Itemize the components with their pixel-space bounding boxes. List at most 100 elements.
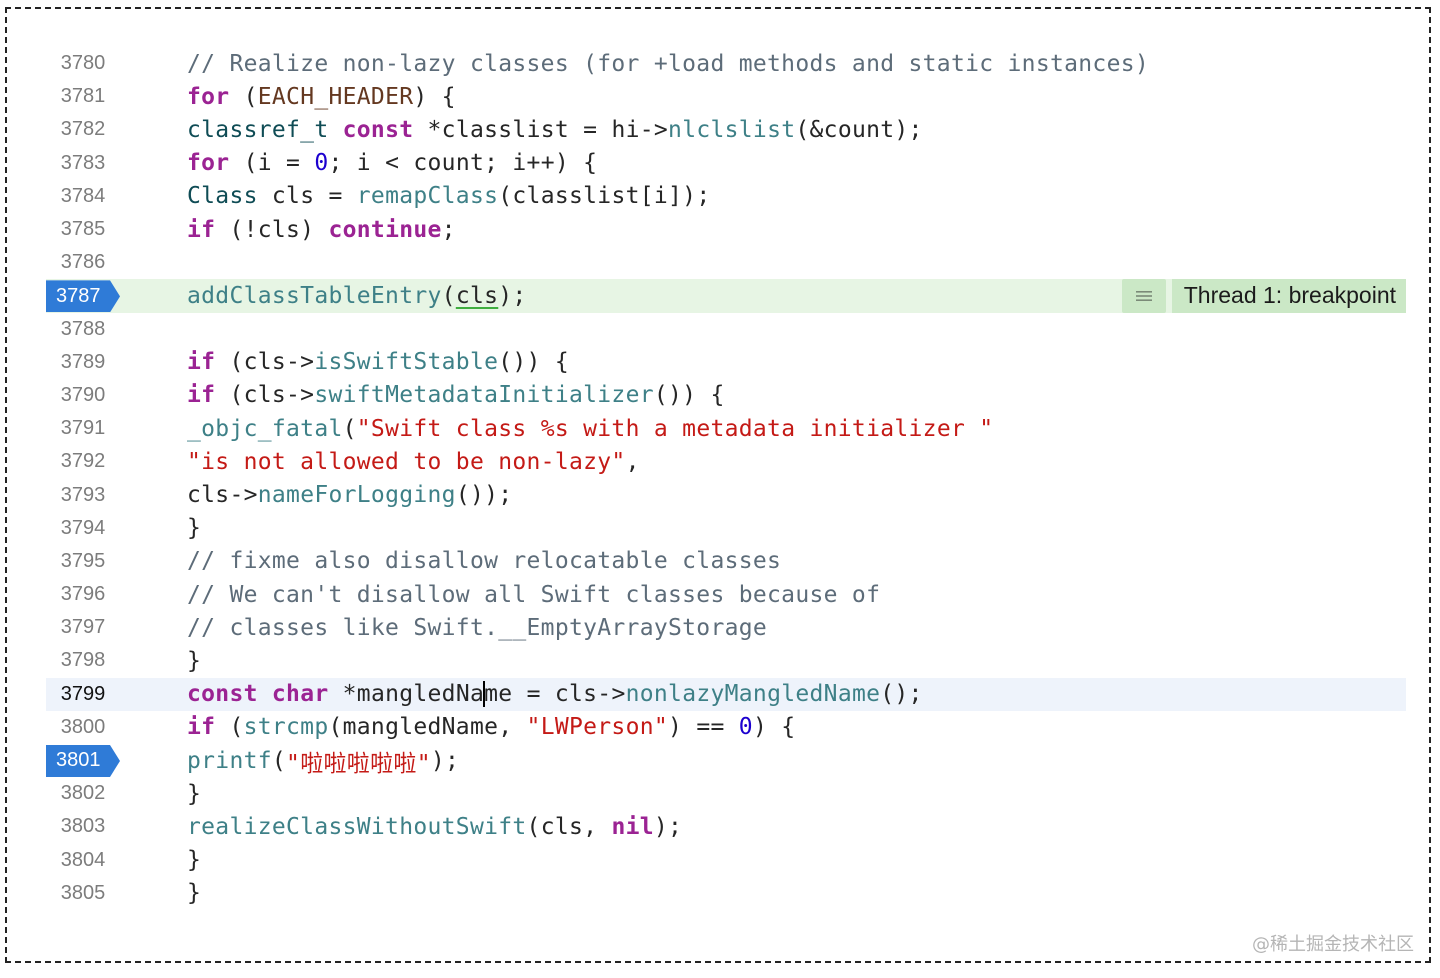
code-line[interactable]: 3785 if (!cls) continue; <box>46 213 1406 246</box>
line-number[interactable]: 3798 <box>60 649 106 672</box>
code-line[interactable]: 3795 // fixme also disallow relocatable … <box>46 545 1406 578</box>
line-number[interactable]: 3797 <box>60 616 106 639</box>
code-token: Class <box>187 183 258 210</box>
line-number[interactable]: 3788 <box>60 317 106 340</box>
line-number[interactable]: 3793 <box>60 483 106 506</box>
code-token: , <box>625 448 640 475</box>
line-number[interactable]: 3799 <box>60 682 106 705</box>
line-number[interactable]: 3782 <box>60 118 106 141</box>
code-line[interactable]: 3805} <box>46 877 1406 910</box>
line-number[interactable]: 3796 <box>60 583 106 606</box>
code-line[interactable]: 3780// Realize non-lazy classes (for +lo… <box>46 47 1406 80</box>
code-line[interactable]: 3784 Class cls = remapClass(classlist[i]… <box>46 180 1406 213</box>
code-token: ()) { <box>498 349 569 376</box>
code-line[interactable]: 3786 <box>46 246 1406 279</box>
code-token: (); <box>880 681 923 708</box>
code-line[interactable]: 3804 } <box>46 844 1406 877</box>
code-token: cls <box>455 282 499 309</box>
code-line[interactable]: 3788 <box>46 313 1406 346</box>
code-token: if <box>187 714 216 741</box>
screenshot-frame <box>5 7 1431 963</box>
code-text: addClassTableEntry(cls); <box>187 279 527 312</box>
code-token: // fixme also disallow relocatable class… <box>187 548 782 575</box>
code-text: for (i = 0; i < count; i++) { <box>187 147 597 180</box>
line-number[interactable]: 3803 <box>60 815 106 838</box>
code-token: cls-> <box>187 482 258 509</box>
line-number[interactable]: 3781 <box>60 85 106 108</box>
code-token: ()) { <box>653 382 725 409</box>
code-editor[interactable]: 3780// Realize non-lazy classes (for +lo… <box>46 47 1406 910</box>
code-token: (cls-> <box>215 382 315 409</box>
code-token: (mangledName, <box>328 714 527 741</box>
code-line[interactable]: 3801 printf("啦啦啦啦啦"); <box>46 744 1406 777</box>
line-number[interactable]: 3791 <box>60 417 106 440</box>
line-number[interactable]: 3794 <box>60 516 106 539</box>
code-line[interactable]: 3803 realizeClassWithoutSwift(cls, nil); <box>46 810 1406 843</box>
code-token: nameForLogging <box>257 482 456 509</box>
code-line[interactable]: 3794 } <box>46 512 1406 545</box>
line-number[interactable]: 3785 <box>60 218 106 241</box>
code-line[interactable]: 3790 if (cls->swiftMetadataInitializer()… <box>46 379 1406 412</box>
code-text: } <box>187 777 201 810</box>
line-number[interactable]: 3780 <box>60 52 106 75</box>
code-line[interactable]: 3792 "is not allowed to be non-lazy", <box>46 445 1406 478</box>
code-text: if (cls->swiftMetadataInitializer()) { <box>187 379 725 412</box>
code-token: EACH_HEADER <box>257 83 414 110</box>
thread-breakpoint-badge[interactable]: Thread 1: breakpoint <box>1121 279 1406 313</box>
breakpoint-marker[interactable]: 3787 <box>46 280 120 313</box>
code-text: } <box>187 644 201 677</box>
line-number[interactable]: 3805 <box>60 881 106 904</box>
code-line[interactable]: 3789 if (cls->isSwiftStable()) { <box>46 346 1406 379</box>
code-token: "啦啦啦啦啦" <box>286 750 431 777</box>
code-line[interactable]: 3797 // classes like Swift.__EmptyArrayS… <box>46 611 1406 644</box>
list-lines-icon[interactable] <box>1121 279 1166 313</box>
breakpoint-marker[interactable]: 3801 <box>46 744 120 777</box>
code-line[interactable]: 3793 cls->nameForLogging()); <box>46 478 1406 511</box>
code-line[interactable]: 3791 _objc_fatal("Swift class %s with a … <box>46 412 1406 445</box>
code-line[interactable]: 3802 } <box>46 777 1406 810</box>
code-line[interactable]: 3800 if (strcmp(mangledName, "LWPerson")… <box>46 711 1406 744</box>
code-token: if <box>187 382 216 409</box>
code-token: realizeClassWithoutSwift <box>187 813 527 840</box>
code-line[interactable]: 3782 classref_t const *classlist = hi->n… <box>46 113 1406 146</box>
line-number[interactable]: 3792 <box>60 450 106 473</box>
code-text: // classes like Swift.__EmptyArrayStorag… <box>187 611 767 644</box>
code-token: ( <box>271 747 287 774</box>
code-token: const <box>187 681 258 708</box>
line-number[interactable]: 3789 <box>60 350 106 373</box>
line-number[interactable]: 3786 <box>60 251 106 274</box>
code-text: if (cls->isSwiftStable()) { <box>187 346 569 379</box>
code-token: (cls-> <box>215 349 315 376</box>
line-number[interactable]: 3804 <box>60 848 106 871</box>
code-text: "is not allowed to be non-lazy", <box>187 445 640 478</box>
line-number[interactable]: 3784 <box>60 184 106 207</box>
code-line[interactable]: 3798 } <box>46 644 1406 677</box>
code-token: classref_t <box>187 116 329 143</box>
code-token <box>258 681 272 707</box>
line-number[interactable]: 3795 <box>60 549 106 572</box>
code-token: ); <box>430 747 460 774</box>
code-token: char <box>271 681 329 708</box>
code-text: _objc_fatal("Swift class %s with a metad… <box>187 412 993 445</box>
code-line[interactable]: 3796 // We can't disallow all Swift clas… <box>46 578 1406 611</box>
code-text: } <box>187 877 201 910</box>
code-text: if (strcmp(mangledName, "LWPerson") == 0… <box>187 711 795 744</box>
code-token: cls = <box>257 183 357 210</box>
code-token: "LWPerson" <box>526 714 669 741</box>
code-line[interactable]: 3783 for (i = 0; i < count; i++) { <box>46 147 1406 180</box>
code-text: } <box>187 512 201 545</box>
code-text: classref_t const *classlist = hi->nlclsl… <box>187 113 923 146</box>
code-line[interactable]: 3787 addClassTableEntry(cls); Thread 1: b… <box>46 279 1406 313</box>
line-number[interactable]: 3783 <box>60 151 106 174</box>
line-number[interactable]: 3790 <box>60 383 106 406</box>
code-token: strcmp <box>243 714 329 741</box>
line-number[interactable]: 3802 <box>60 782 106 805</box>
line-number[interactable]: 3800 <box>60 715 106 738</box>
watermark: @稀土掘金技术社区 <box>1252 934 1414 955</box>
code-token: swiftMetadataInitializer <box>314 382 654 409</box>
code-token: _objc_fatal <box>187 415 343 442</box>
code-token: ) { <box>413 83 456 110</box>
code-token: nonlazyMangledName <box>625 681 881 708</box>
